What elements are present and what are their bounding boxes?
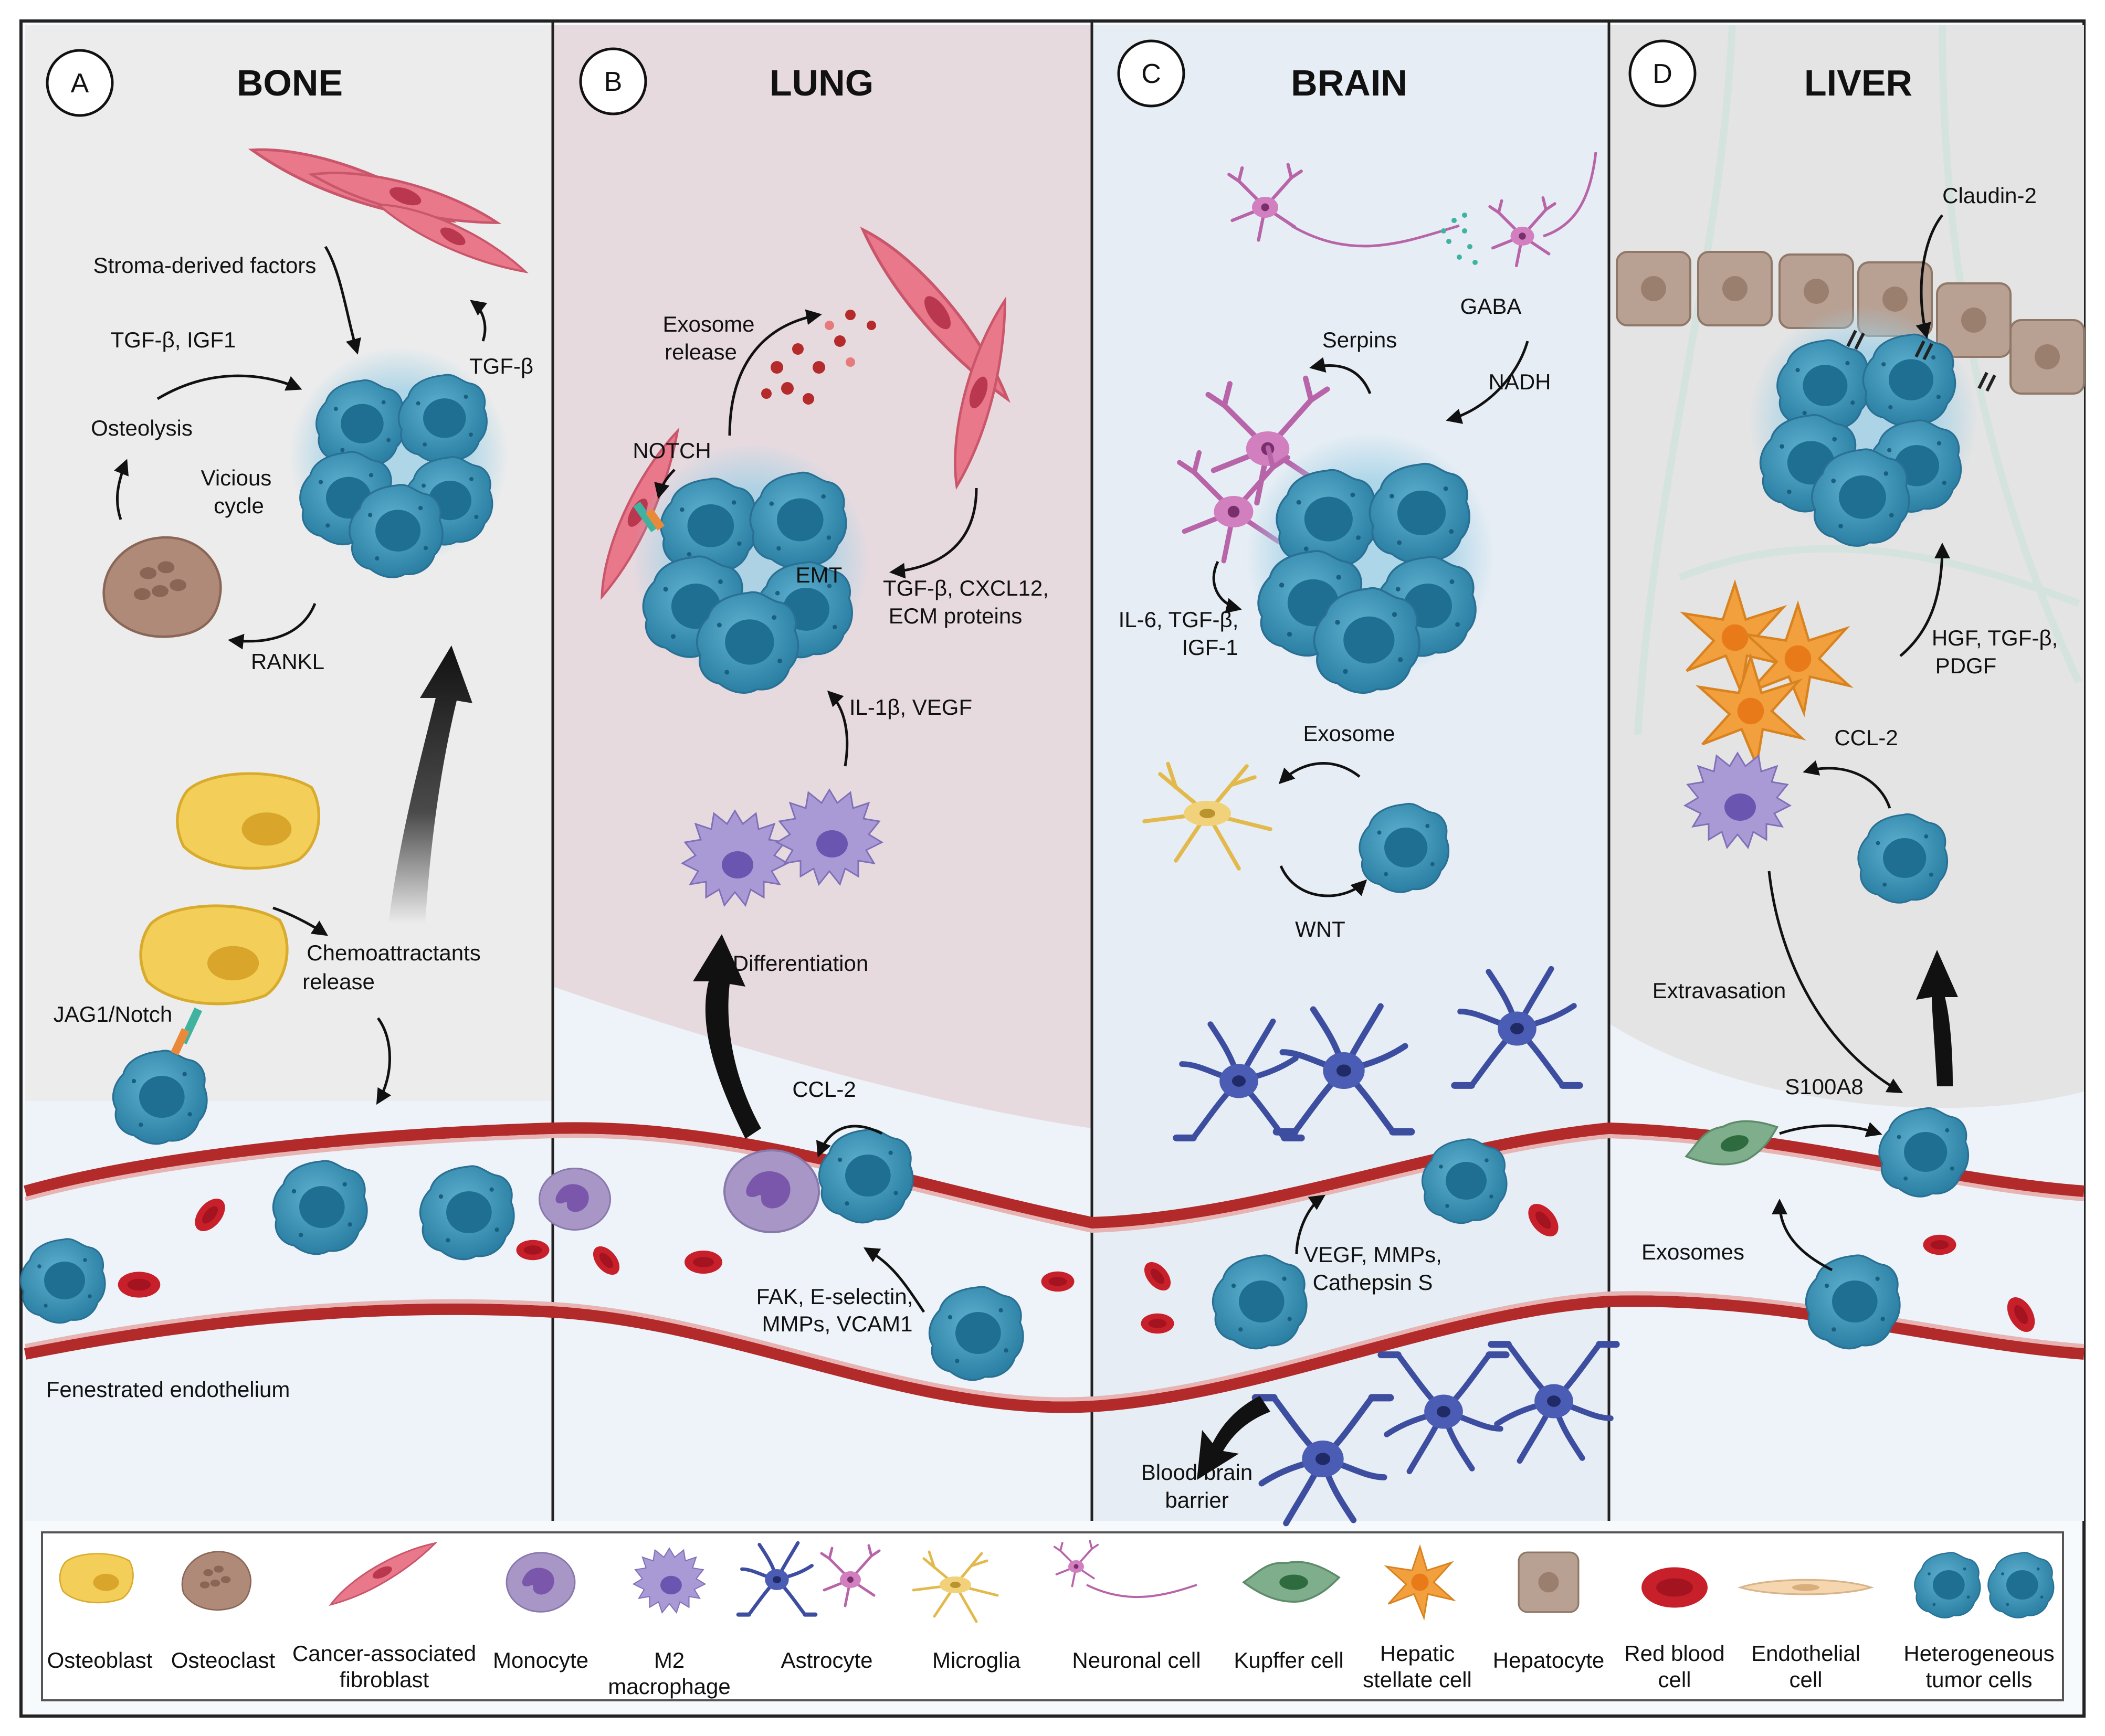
label-emt: EMT: [796, 563, 843, 587]
panel-letter: B: [604, 67, 623, 97]
brain-thick-arrow: [1197, 1396, 1270, 1480]
label-hgf: HGF, TGF-β,: [1932, 626, 2058, 650]
legend-tumor-cells: tumor cells: [1925, 1667, 2032, 1692]
legend-labels: Osteoblast Osteoclast Cancer-associated …: [47, 1641, 2055, 1699]
lung-arrows: [654, 309, 978, 1313]
panel-header-a: A BONE: [46, 49, 343, 117]
label-claudin2: Claudin-2: [1942, 183, 2037, 208]
panel-title: BRAIN: [1291, 62, 1407, 103]
panel-title: LUNG: [770, 62, 873, 103]
liver-cells: [1616, 251, 2085, 1350]
label-tgfb: TGF-β: [469, 354, 533, 378]
label-notch: NOTCH: [633, 438, 711, 463]
lung-thick-arrow: [693, 934, 761, 1139]
brain-cells: [1144, 152, 1616, 1523]
label-osteolysis: Osteolysis: [91, 416, 193, 440]
label-tgfb-cxcl12: TGF-β, CXCL12,: [883, 576, 1049, 600]
label-ecm: ECM proteins: [889, 604, 1022, 628]
label-cycle: cycle: [214, 493, 264, 518]
legend-fibroblast-2: fibroblast: [340, 1667, 429, 1692]
label-barrier: barrier: [1165, 1488, 1228, 1512]
label-release: release: [665, 340, 737, 364]
panel-title: LIVER: [1804, 62, 1912, 103]
bone-cells: [19, 124, 528, 1324]
label-fak: FAK, E-selectin,: [756, 1284, 913, 1309]
panel-letter: D: [1653, 59, 1672, 89]
label-nadh: NADH: [1488, 369, 1551, 394]
legend-heterogeneous: Heterogeneous: [1903, 1641, 2054, 1666]
legend-macrophage: macrophage: [608, 1674, 730, 1699]
label-gaba: GABA: [1460, 294, 1522, 319]
legend-icons: [59, 1538, 2055, 1622]
legend-endothelial-2: cell: [1789, 1667, 1822, 1692]
panel-brain: [1092, 25, 1609, 1521]
panel-title: BONE: [237, 62, 343, 103]
legend-rbc-2: cell: [1658, 1667, 1691, 1692]
label-chemoattractants: Chemoattractants: [307, 940, 481, 965]
lung-cells: [538, 213, 1027, 1381]
label-serpins: Serpins: [1322, 327, 1397, 352]
liver-thick-arrow: [1916, 950, 1958, 1086]
label-jag1-notch: JAG1/Notch: [54, 1002, 172, 1026]
label-wnt: WNT: [1295, 917, 1345, 941]
label-blood-brain: Blood brain: [1141, 1460, 1253, 1485]
panel-lung: [553, 25, 1092, 1521]
legend-kupffer: Kupffer cell: [1234, 1648, 1343, 1673]
liver-arrows: [1767, 214, 1950, 1272]
panel-dividers: [551, 21, 1611, 1521]
legend-hepatocyte: Hepatocyte: [1493, 1648, 1604, 1673]
legend-endothelial: Endothelial: [1751, 1641, 1860, 1666]
panel-header-d: D LIVER: [1628, 39, 1912, 108]
label-release: release: [302, 969, 375, 994]
legend-m2: M2: [654, 1648, 685, 1673]
label-s100a8: S100A8: [1785, 1074, 1863, 1099]
label-differentiation: Differentiation: [733, 951, 868, 976]
label-vicious: Vicious: [201, 465, 272, 490]
legend-fibroblast: Cancer-associated: [292, 1641, 476, 1666]
panel-letter: C: [1141, 59, 1161, 89]
label-extravasation: Extravasation: [1653, 978, 1786, 1003]
bone-thick-arrow: [388, 645, 472, 924]
label-pdgf: PDGF: [1935, 653, 1997, 678]
legend-hepatic: Hepatic: [1380, 1641, 1455, 1666]
legend-osteoblast: Osteoblast: [47, 1648, 153, 1673]
label-igf1: IGF-1: [1182, 635, 1238, 660]
label-il1b-vegf: IL-1β, VEGF: [849, 695, 972, 719]
label-mmps-vcam1: MMPs, VCAM1: [762, 1311, 912, 1336]
legend-rbc: Red blood: [1624, 1641, 1724, 1666]
label-tgfb-igf1: TGF-β, IGF1: [111, 327, 236, 352]
label-ccl2: CCL-2: [1834, 725, 1898, 750]
label-fenestrated: Fenestrated endothelium: [46, 1377, 290, 1402]
legend-microglia: Microglia: [932, 1648, 1021, 1673]
label-exosomes: Exosomes: [1641, 1240, 1744, 1264]
legend-osteoclast: Osteoclast: [171, 1648, 276, 1673]
label-vegf-mmps: VEGF, MMPs,: [1303, 1242, 1442, 1267]
panel-letter: A: [71, 68, 89, 99]
panel-header-b: B LUNG: [579, 47, 873, 115]
legend-stellate: stellate cell: [1363, 1667, 1472, 1692]
label-exosome: Exosome: [1303, 721, 1395, 746]
legend-astrocyte: Astrocyte: [781, 1648, 872, 1673]
label-rankl: RANKL: [251, 649, 324, 674]
label-il6: IL-6, TGF-β,: [1119, 607, 1239, 632]
bone-arrows: [114, 246, 488, 1105]
panel-header-c: C BRAIN: [1117, 39, 1407, 108]
label-cathepsin: Cathepsin S: [1313, 1270, 1433, 1295]
label-exosome: Exosome: [662, 312, 754, 336]
legend-neuronal: Neuronal cell: [1072, 1648, 1201, 1673]
legend: Osteoblast Osteoclast Cancer-associated …: [41, 1531, 2064, 1701]
label-ccl2: CCL-2: [792, 1077, 856, 1102]
label-stroma: Stroma-derived factors: [93, 253, 317, 278]
brain-arrows: [1212, 341, 1529, 1255]
legend-monocyte: Monocyte: [493, 1648, 588, 1673]
